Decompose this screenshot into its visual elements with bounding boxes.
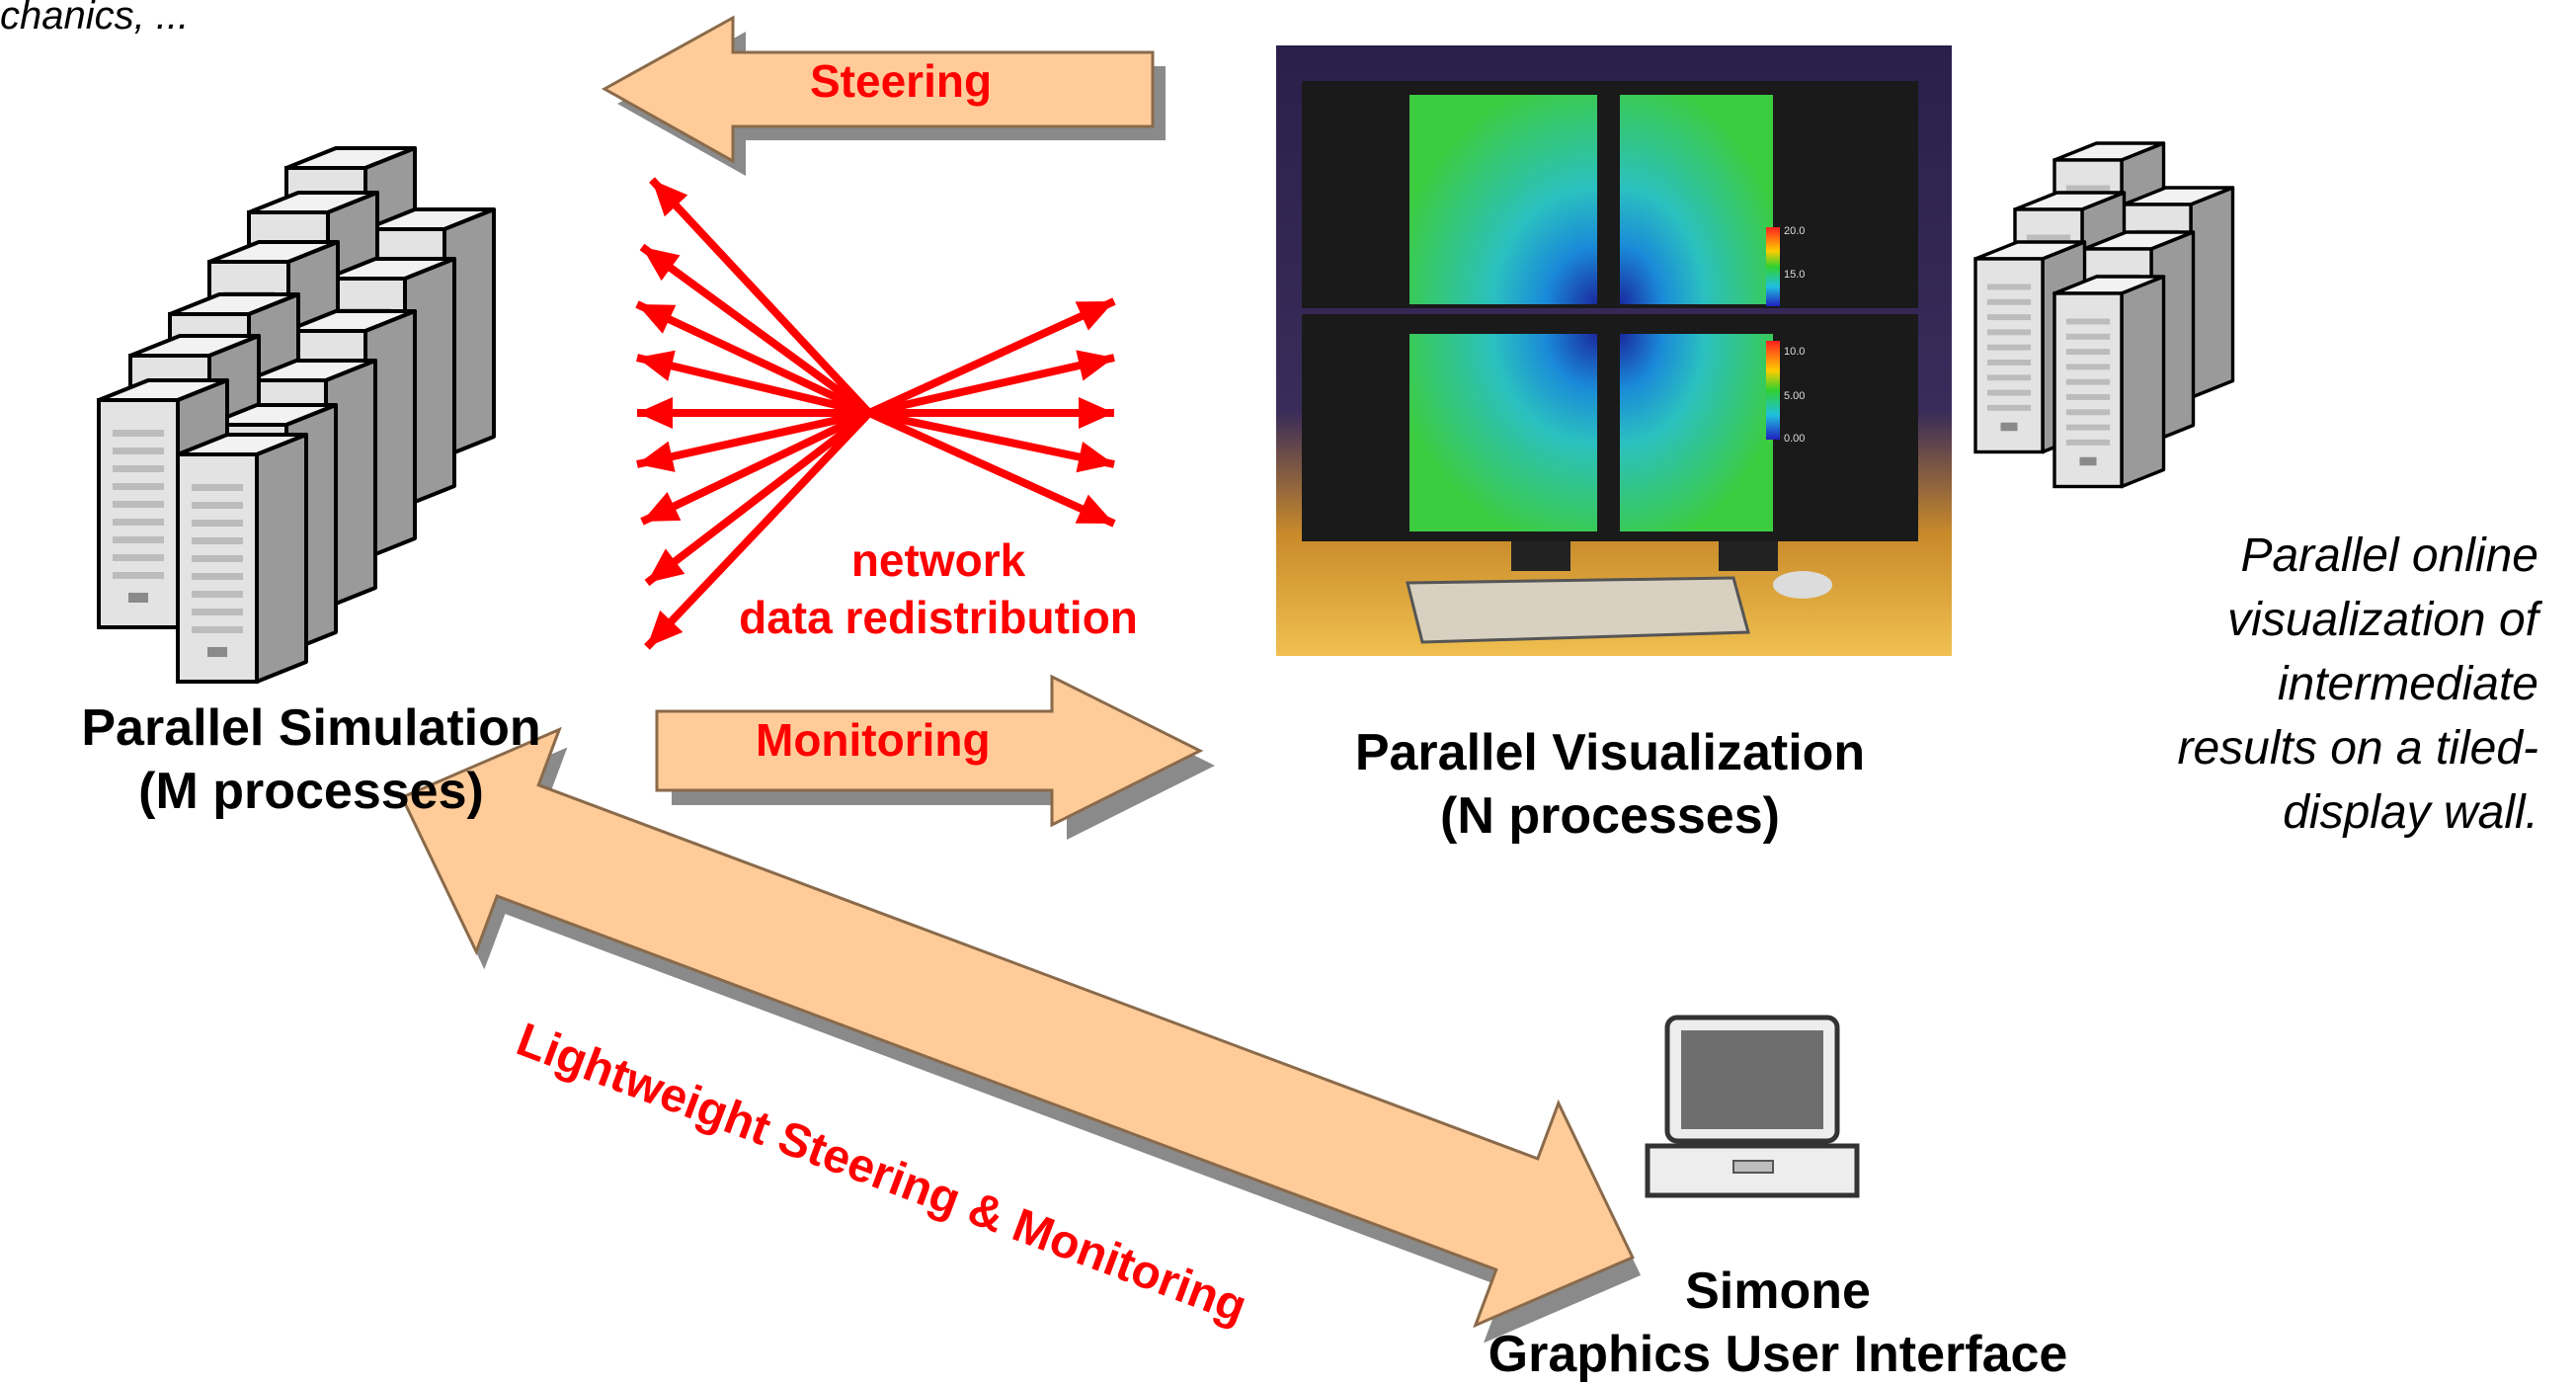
monitoring-arrow — [655, 674, 1215, 840]
network-arrow-head — [652, 180, 688, 217]
gui-label: Simone Graphics User Interface — [1403, 1260, 2153, 1386]
network-arrow-head — [1076, 350, 1114, 381]
network-arrow-head — [647, 610, 684, 647]
visualization-server-cluster — [1973, 141, 2235, 489]
gui-line-2: Graphics User Interface — [1488, 1326, 2068, 1383]
network-arrow-line — [636, 409, 870, 468]
visualization-line-1: Parallel Visualization — [1354, 724, 1866, 781]
network-arrow-line — [636, 354, 870, 417]
simulation-line-1: Parallel Simulation — [81, 699, 541, 757]
steering-arrow — [601, 15, 1166, 176]
network-arrow-line — [868, 354, 1115, 417]
lightweight-arrow — [400, 726, 1642, 1344]
network-arrow-head — [1075, 301, 1114, 331]
network-arrow-head — [637, 397, 673, 429]
description-line: Parallel online — [2240, 530, 2538, 582]
network-line-1: network — [850, 534, 1026, 586]
network-arrow-head — [637, 350, 676, 381]
gui-line-1: Simone — [1685, 1263, 1871, 1320]
laptop-icon — [1645, 1015, 1860, 1198]
network-arrow-head — [1076, 441, 1114, 473]
monitor-scale-value: 10.0 — [1784, 346, 1806, 358]
network-arrows — [635, 177, 1116, 650]
network-arrow-head — [1079, 397, 1114, 429]
simulation-server-cluster — [97, 146, 496, 684]
monitoring-label: Monitoring — [756, 714, 991, 766]
visualization-label: Parallel Visualization (N processes) — [1274, 721, 1946, 848]
monitor-scale-value: 0.00 — [1784, 433, 1806, 445]
description-line: visualization of — [2227, 594, 2538, 646]
simulation-label: Parallel Simulation (M processes) — [20, 696, 603, 823]
network-arrow-head — [1075, 494, 1114, 524]
description-text: Parallel online visualization of interme… — [1995, 524, 2538, 845]
network-arrow-line — [649, 177, 872, 416]
network-arrow-line — [867, 297, 1116, 417]
description-line: results on a tiled- — [2177, 722, 2538, 775]
network-arrow-line — [640, 409, 871, 526]
network-arrow-head — [647, 548, 685, 583]
monitor-scale-value: 20.0 — [1784, 225, 1806, 237]
network-arrow-line — [868, 409, 1115, 468]
network-arrow-line — [635, 300, 871, 417]
network-arrow-head — [642, 492, 682, 522]
network-arrow-line — [644, 410, 872, 650]
description-line: display wall. — [2283, 786, 2538, 839]
description-line: intermediate — [2277, 658, 2538, 710]
monitor-scale-value: 15.0 — [1784, 269, 1806, 281]
tiled-display-photo — [1276, 45, 1952, 656]
network-arrow-line — [639, 243, 872, 417]
network-arrow-head — [637, 441, 676, 472]
network-arrow-line — [644, 409, 872, 587]
network-line-2: data redistribution — [739, 592, 1138, 643]
steering-label: Steering — [810, 55, 993, 107]
visualization-line-2: (N processes) — [1440, 787, 1780, 845]
top-note: chanics, ... — [0, 0, 190, 38]
network-label: network data redistribution — [691, 531, 1185, 646]
monitor-scale-value: 5.00 — [1784, 390, 1806, 402]
network-arrow-line — [867, 409, 1116, 528]
simulation-line-2: (M processes) — [138, 763, 484, 820]
network-arrow-head — [642, 247, 681, 282]
network-arrow-head — [637, 304, 677, 334]
